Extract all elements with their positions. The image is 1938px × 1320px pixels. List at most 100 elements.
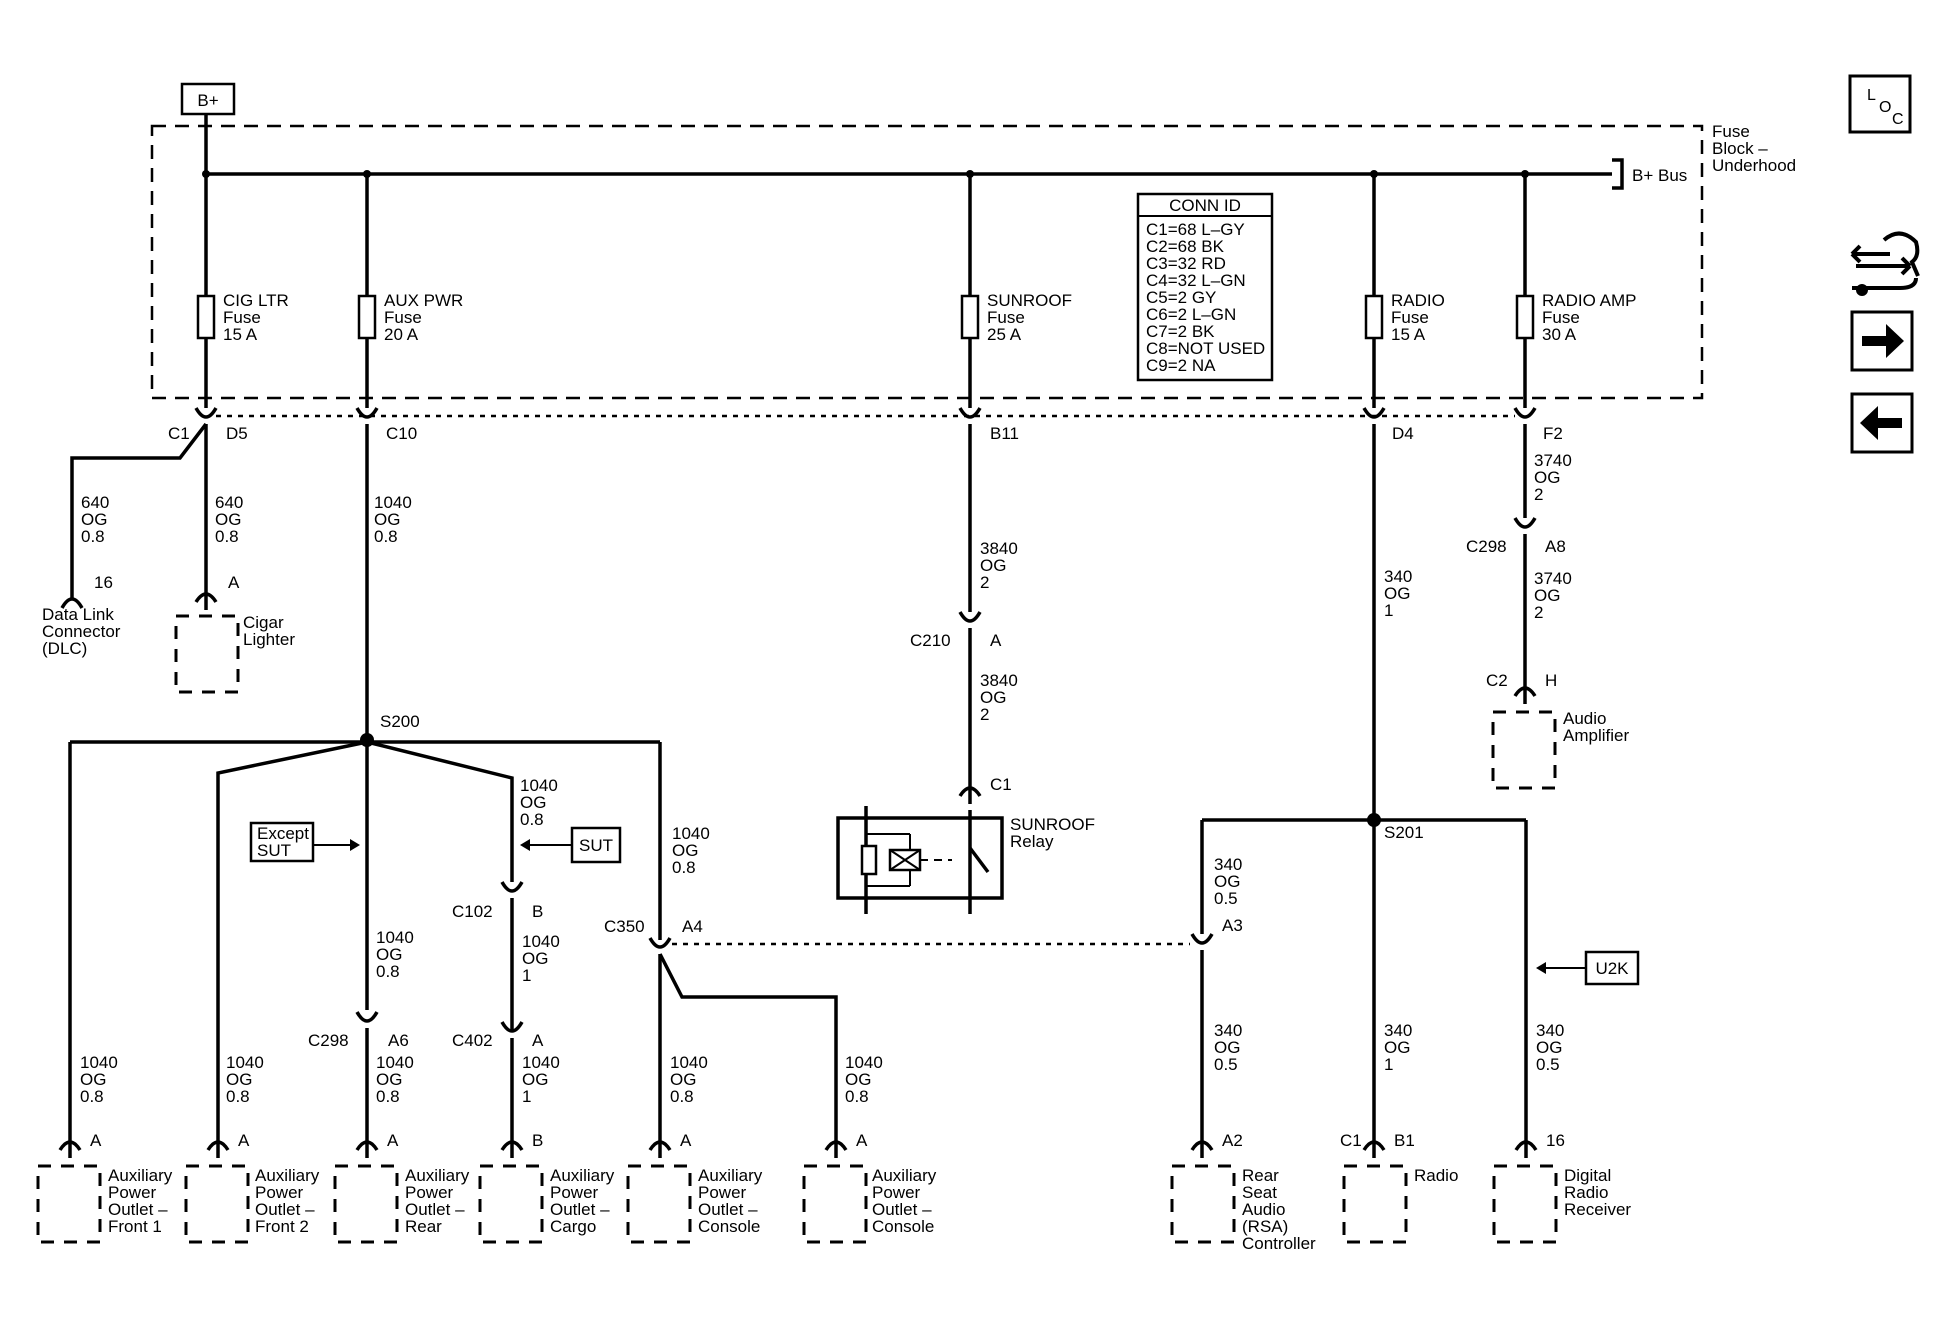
- svg-text:0.8: 0.8: [226, 1087, 250, 1106]
- conn-id-row: C3=32 RD: [1146, 254, 1226, 273]
- arrow-right-icon: [1862, 324, 1904, 358]
- svg-text:1040: 1040: [80, 1053, 118, 1072]
- svg-text:1: 1: [1384, 601, 1393, 620]
- svg-text:B1: B1: [1394, 1131, 1415, 1150]
- svg-text:OG: OG: [672, 841, 698, 860]
- fuse-block-outline: [150, 124, 1704, 400]
- svg-text:1040: 1040: [226, 1053, 264, 1072]
- svg-text:1040: 1040: [672, 824, 710, 843]
- svg-text:Outlet –: Outlet –: [550, 1200, 610, 1219]
- svg-text:0.8: 0.8: [81, 527, 105, 546]
- svg-text:OG: OG: [226, 1070, 252, 1089]
- cigar-lighter: [174, 614, 240, 694]
- svg-text:Front 1: Front 1: [108, 1217, 162, 1236]
- svg-text:16: 16: [1546, 1131, 1565, 1150]
- svg-text:H: H: [1545, 671, 1557, 690]
- svg-text:Outlet –: Outlet –: [698, 1200, 758, 1219]
- svg-text:OG: OG: [980, 556, 1006, 575]
- svg-text:340: 340: [1214, 1021, 1242, 1040]
- svg-text:2: 2: [980, 705, 989, 724]
- bplus-label: B+: [197, 91, 218, 110]
- loc-button[interactable]: L O C: [1848, 74, 1912, 134]
- svg-text:0.5: 0.5: [1214, 1055, 1238, 1074]
- svg-text:0.8: 0.8: [845, 1087, 869, 1106]
- audio-amplifier: [1491, 710, 1557, 790]
- c298-mid-label: C298: [308, 1031, 349, 1050]
- c102-label: C102: [452, 902, 493, 921]
- svg-text:Outlet –: Outlet –: [108, 1200, 168, 1219]
- svg-text:Relay: Relay: [1010, 832, 1054, 851]
- svg-text:Audio: Audio: [1242, 1200, 1285, 1219]
- svg-text:OG: OG: [845, 1070, 871, 1089]
- previous-page-button[interactable]: [1850, 392, 1914, 454]
- conn-id-row: C6=2 L–GN: [1146, 305, 1236, 324]
- svg-text:A: A: [387, 1131, 399, 1150]
- conn-id-row: C1=68 L–GY: [1146, 220, 1245, 239]
- dlc-pin: 16: [94, 573, 113, 592]
- svg-text:0.5: 0.5: [1536, 1055, 1560, 1074]
- option-u2k: [1584, 950, 1640, 986]
- conn-f2: F2: [1543, 424, 1563, 443]
- conn-c1: C1: [168, 424, 190, 443]
- svg-text:Fuse: Fuse: [223, 308, 261, 327]
- svg-text:2: 2: [1534, 485, 1543, 504]
- radio: C1 B1 Radio: [1340, 1131, 1458, 1244]
- svg-text:Digital: Digital: [1564, 1166, 1611, 1185]
- svg-text:A8: A8: [1545, 537, 1566, 556]
- svg-text:OG: OG: [376, 945, 402, 964]
- svg-text:Cargo: Cargo: [550, 1217, 596, 1236]
- svg-text:Rear: Rear: [1242, 1166, 1279, 1185]
- svg-text:C1: C1: [1340, 1131, 1362, 1150]
- svg-text:15 A: 15 A: [223, 325, 258, 344]
- svg-text:30 A: 30 A: [1542, 325, 1577, 344]
- svg-text:0.8: 0.8: [376, 962, 400, 981]
- svg-text:Power: Power: [405, 1183, 454, 1202]
- svg-text:Radio: Radio: [1414, 1166, 1458, 1185]
- svg-text:Fuse: Fuse: [1542, 308, 1580, 327]
- svg-text:Receiver: Receiver: [1564, 1200, 1631, 1219]
- svg-text:Fuse: Fuse: [384, 308, 422, 327]
- svg-text:1040: 1040: [376, 928, 414, 947]
- svg-text:A6: A6: [388, 1031, 409, 1050]
- svg-text:OG: OG: [522, 949, 548, 968]
- svg-text:B: B: [532, 1131, 543, 1150]
- svg-text:Connector: Connector: [42, 622, 121, 641]
- svg-text:OG: OG: [980, 688, 1006, 707]
- svg-text:0.8: 0.8: [672, 858, 696, 877]
- svg-text:1040: 1040: [374, 493, 412, 512]
- svg-text:1: 1: [522, 966, 531, 985]
- svg-text:AUX PWR: AUX PWR: [384, 291, 463, 310]
- c350-label: C350: [604, 917, 645, 936]
- arrow-left-icon: [1860, 406, 1902, 440]
- svg-text:Console: Console: [872, 1217, 934, 1236]
- next-page-button[interactable]: [1850, 310, 1914, 372]
- svg-text:Cigar: Cigar: [243, 613, 284, 632]
- svg-text:Power: Power: [872, 1183, 921, 1202]
- conn-id-row: C2=68 BK: [1146, 237, 1225, 256]
- svg-text:Power: Power: [108, 1183, 157, 1202]
- svg-text:SUT: SUT: [257, 841, 291, 860]
- c402-label: C402: [452, 1031, 493, 1050]
- svg-text:Fuse: Fuse: [1391, 308, 1429, 327]
- relay-label: SUNROOF: [1010, 815, 1095, 834]
- svg-text:Auxiliary: Auxiliary: [550, 1166, 615, 1185]
- svg-text:Auxiliary: Auxiliary: [255, 1166, 320, 1185]
- svg-text:20 A: 20 A: [384, 325, 419, 344]
- dlc-label: Data Link: [42, 605, 114, 624]
- svg-text:25 A: 25 A: [987, 325, 1022, 344]
- cig-pin: A: [228, 573, 240, 592]
- svg-text:0.5: 0.5: [1214, 889, 1238, 908]
- svg-text:2: 2: [1534, 603, 1543, 622]
- svg-text:OG: OG: [522, 1070, 548, 1089]
- connector-view-icon[interactable]: [1850, 231, 1920, 296]
- svg-text:2: 2: [980, 573, 989, 592]
- svg-text:A2: A2: [1222, 1131, 1243, 1150]
